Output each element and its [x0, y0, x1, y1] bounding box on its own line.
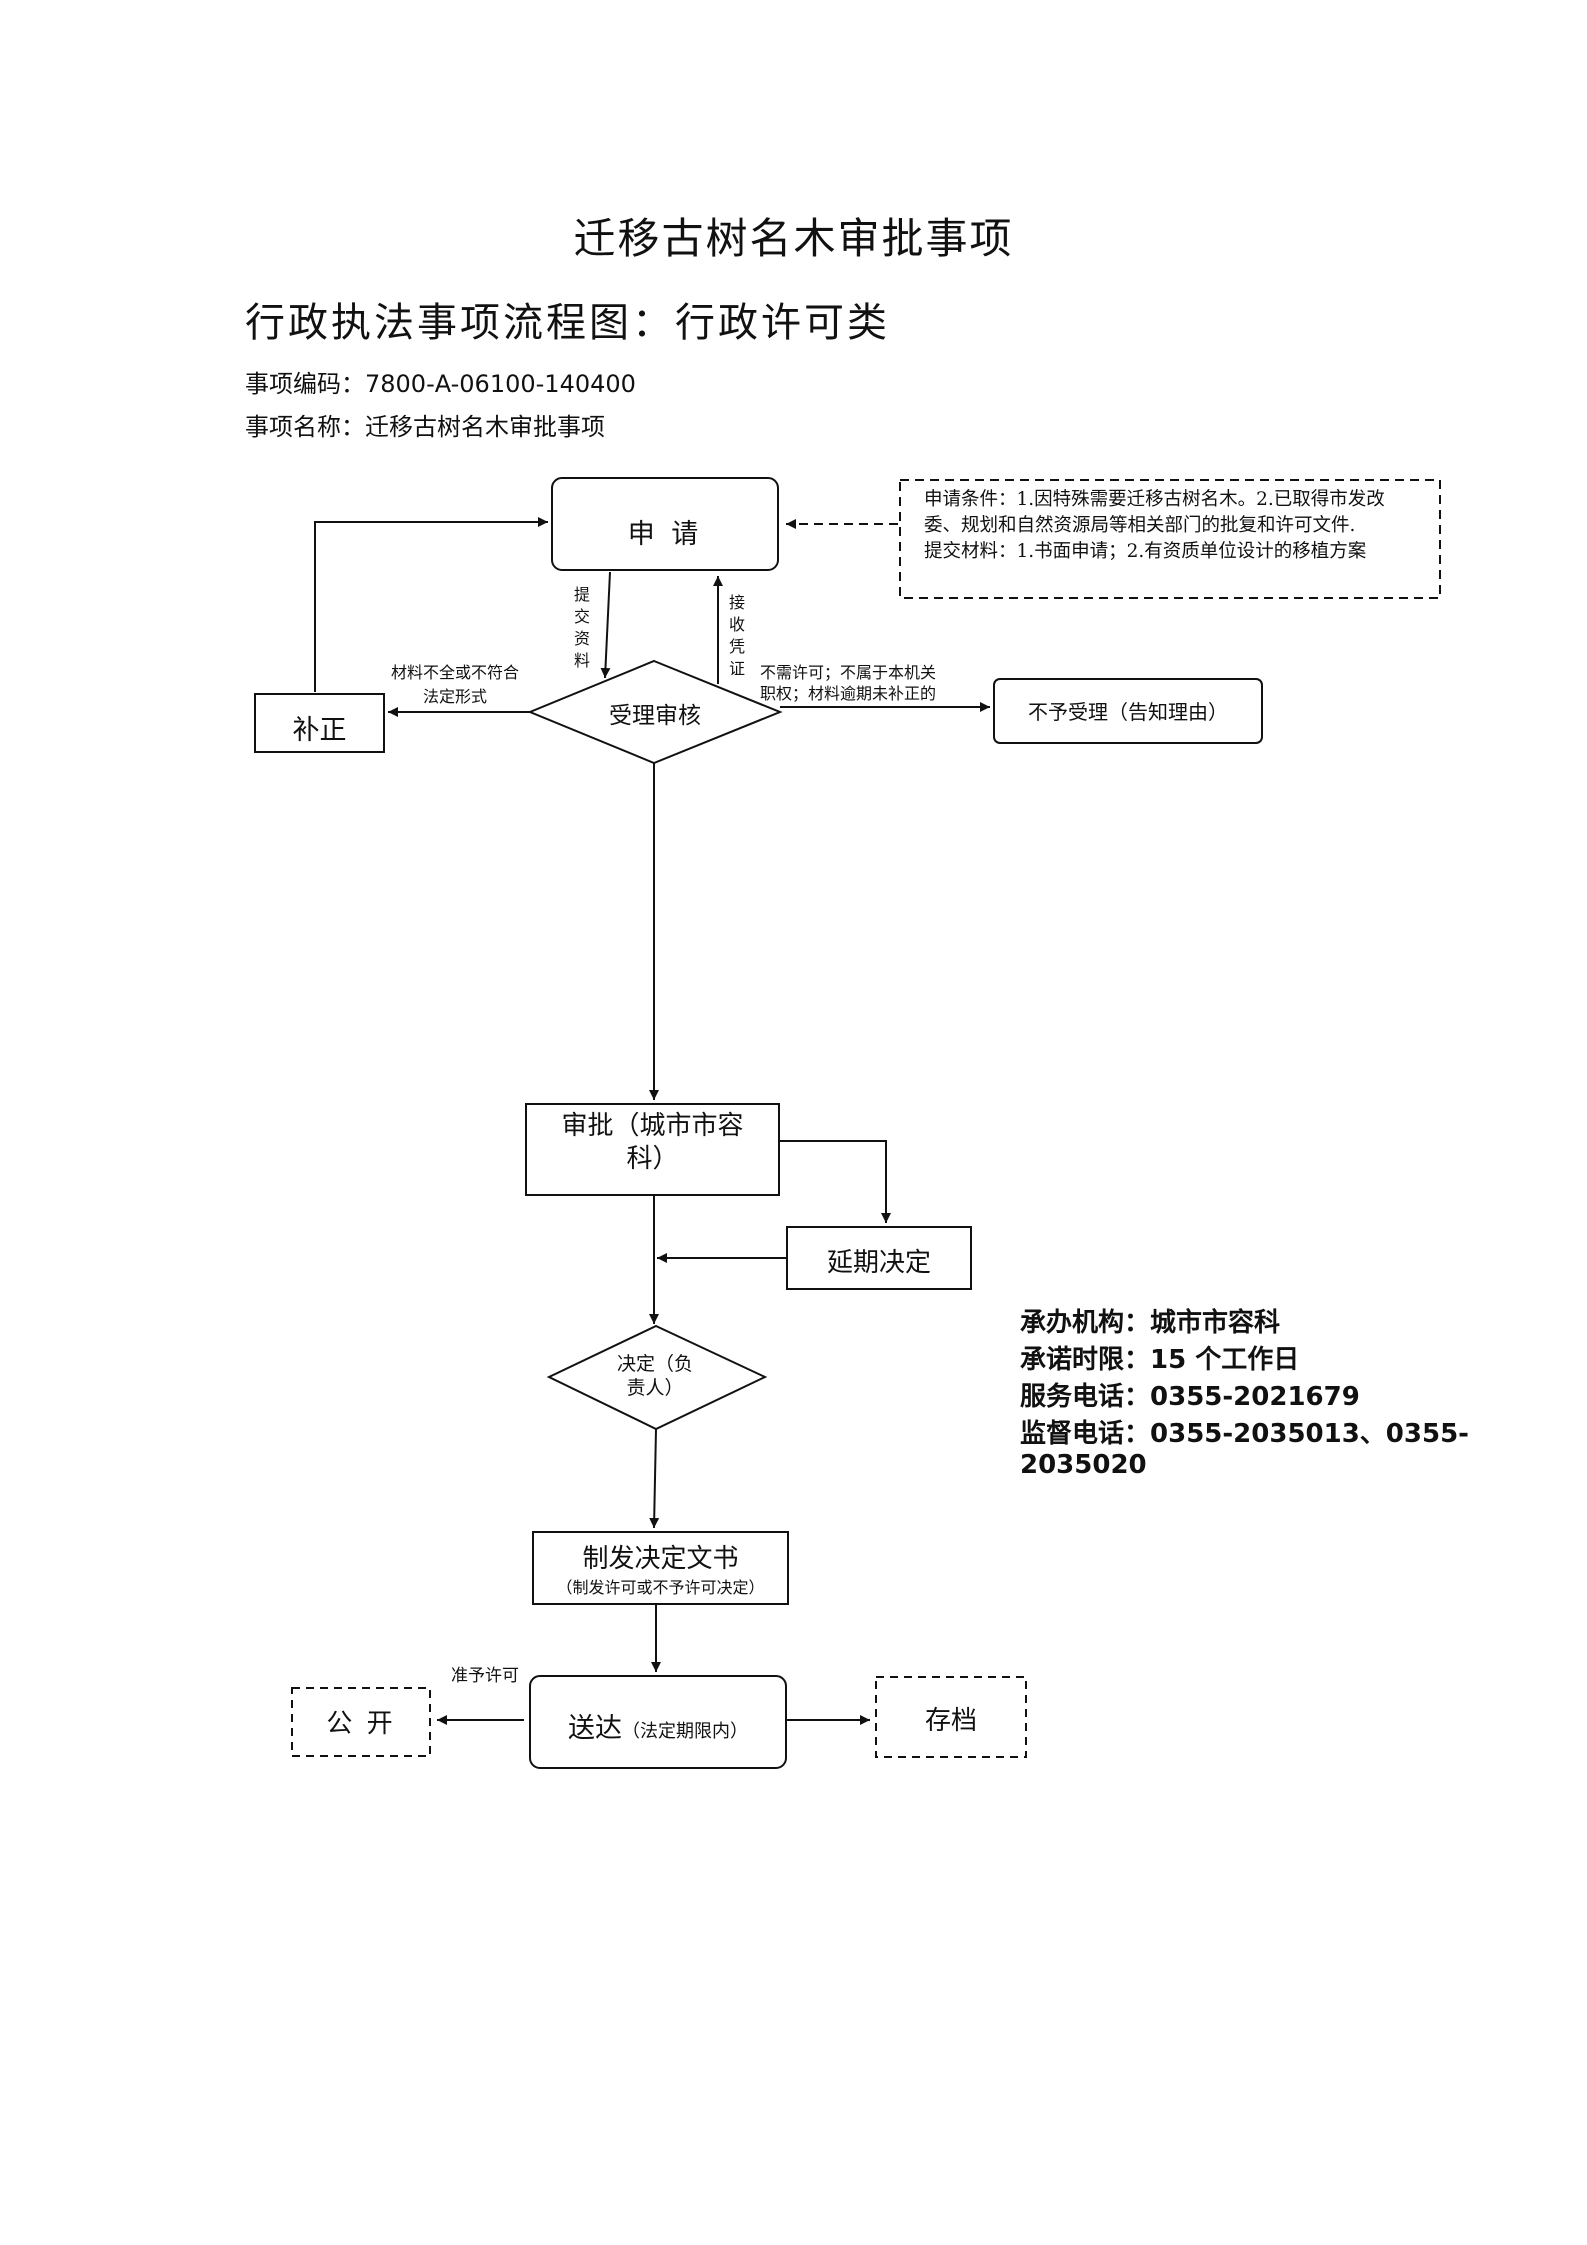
deliver-box	[529, 1675, 787, 1769]
item-code-label: 事项编码：	[245, 370, 365, 398]
extension-node-text: 延期决定	[826, 1248, 931, 1278]
issue-node-main-text: 制发决定文书	[582, 1544, 739, 1574]
reject-condition-line-1: 不需许可；不属于本机关	[760, 663, 937, 682]
service-phone-value: 0355-2021679	[1150, 1382, 1360, 1412]
issue-box	[532, 1531, 789, 1605]
archive-box	[875, 1676, 1027, 1758]
correction-node-text: 补正	[292, 715, 347, 746]
approval-text-line-2: 科）	[626, 1144, 679, 1174]
approval-to-extension-arrow	[779, 1140, 891, 1223]
approval-box	[525, 1103, 780, 1196]
publish-box	[291, 1687, 431, 1757]
document-title: 迁移古树名木审批事项	[573, 214, 1014, 263]
submit-arrow	[600, 571, 611, 679]
grant-label: 准予许可	[451, 1666, 519, 1686]
supervise-phone-label: 监督电话：	[1020, 1419, 1151, 1449]
correction-box	[254, 693, 385, 753]
decision-text-line-2: 责人）	[626, 1377, 684, 1399]
apply-node-text: 申 请	[627, 519, 703, 550]
agency-value: 城市市容科	[1150, 1308, 1281, 1338]
conditions-box	[899, 479, 1441, 599]
document-subtitle: 行政执法事项流程图：行政许可类	[245, 300, 890, 346]
deadline-label: 承诺时限：	[1020, 1345, 1151, 1375]
deadline-value: 15 个工作日	[1150, 1345, 1300, 1375]
reject-box	[993, 678, 1263, 744]
deliver-main-text: 送达	[568, 1713, 622, 1744]
publish-node-text: 公 开	[326, 1709, 396, 1739]
conditions-line-1: 申请条件：1.因特殊需要迁移古树名木。2.已取得市发改	[924, 489, 1385, 510]
item-name-line: 事项名称：迁移古树名木审批事项	[245, 407, 605, 442]
deliver-node-text: 送达（法定期限内）	[530, 1706, 786, 1745]
agency-line: 承办机构：城市市容科	[1020, 1302, 1280, 1339]
review-node-text: 受理审核	[609, 703, 701, 729]
conditions-line-3: 提交材料：1.书面申请；2.有资质单位设计的移植方案	[924, 541, 1367, 562]
decision-node-text: 决定（负 责人）	[590, 1352, 720, 1400]
correction-condition-line-2: 法定形式	[422, 687, 487, 706]
item-code-value: 7800-A-06100-140400	[365, 370, 636, 398]
approval-node-text: 审批（城市市容 科）	[526, 1110, 779, 1176]
item-code-line: 事项编码：7800-A-06100-140400	[245, 364, 636, 399]
issue-node-sub-text: （制发许可或不予许可决定）	[556, 1578, 765, 1597]
conditions-line-2: 委、规划和自然资源局等相关部门的批复和许可文件.	[924, 515, 1356, 536]
archive-node-text: 存档	[924, 1706, 977, 1736]
supervise-phone-line: 监督电话：0355-2035013、0355-2035020	[1020, 1413, 1587, 1480]
correction-loop	[314, 517, 548, 692]
submit-label: 提交资料	[573, 585, 590, 670]
item-name-value: 迁移古树名木审批事项	[365, 413, 605, 441]
reject-condition-line-2: 职权；材料逾期未补正的	[760, 684, 937, 703]
receipt-label: 接收凭证	[728, 593, 745, 678]
decision-to-issue-arrow	[649, 1428, 660, 1529]
service-phone-line: 服务电话：0355-2021679	[1020, 1376, 1360, 1413]
approval-text-line-1: 审批（城市市容	[561, 1111, 744, 1141]
supervise-phone-value: 0355-2035013、0355-2035020	[1020, 1419, 1469, 1480]
apply-box	[551, 477, 779, 571]
reject-node-text: 不予受理（告知理由）	[1028, 700, 1228, 724]
item-name-label: 事项名称：	[245, 413, 365, 441]
agency-label: 承办机构：	[1020, 1308, 1151, 1338]
correction-condition-line-1: 材料不全或不符合	[390, 663, 519, 682]
service-phone-label: 服务电话：	[1020, 1382, 1151, 1412]
deliver-sub-text: （法定期限内）	[622, 1721, 748, 1742]
decision-text-line-1: 决定（负	[616, 1353, 693, 1375]
deadline-line: 承诺时限：15 个工作日	[1020, 1339, 1299, 1376]
